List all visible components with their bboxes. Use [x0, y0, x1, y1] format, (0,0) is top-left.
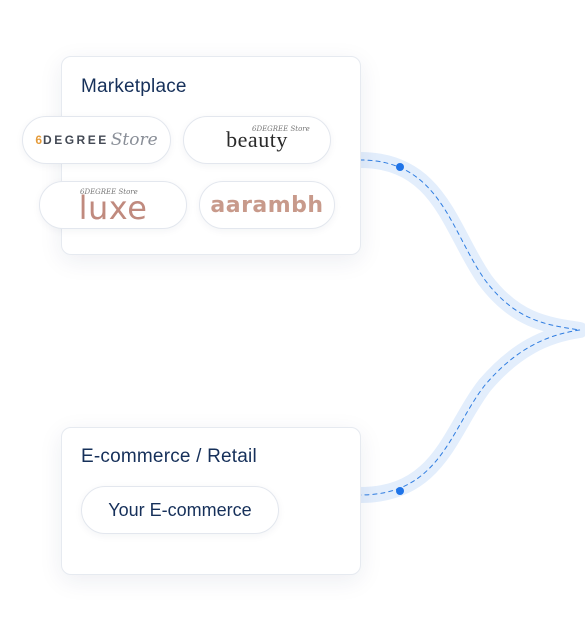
- aarambh-logo: aarambh: [210, 192, 324, 218]
- connector-dashed-line: [359, 159, 581, 496]
- 6degree-store-logo: 6 DEGREE Store: [35, 130, 157, 150]
- 6degree-logo-script: Store: [110, 130, 158, 150]
- brand-pill-luxe[interactable]: 6DEGREE Store luxe: [39, 181, 187, 229]
- connector-dot-top: [396, 163, 404, 171]
- luxe-logo-superscript: 6DEGREE Store: [80, 188, 138, 196]
- your-ecommerce-pill[interactable]: Your E-commerce: [81, 486, 279, 534]
- connector-dot-bottom: [396, 487, 404, 495]
- 6degree-logo-word: DEGREE: [43, 133, 109, 147]
- 6degree-logo-number: 6: [35, 133, 44, 147]
- marketplace-title: Marketplace: [81, 76, 187, 97]
- beauty-logo-superscript: 6DEGREE Store: [252, 125, 310, 133]
- luxe-logo: luxe: [78, 189, 148, 227]
- ecommerce-title: E-commerce / Retail: [81, 446, 257, 467]
- brand-pill-beauty[interactable]: 6DEGREE Store beauty: [183, 116, 331, 164]
- connector-band: [352, 152, 585, 503]
- brand-pill-6degree-store[interactable]: 6 DEGREE Store: [22, 116, 171, 164]
- brand-pill-aarambh[interactable]: aarambh: [199, 181, 335, 229]
- beauty-logo: beauty: [226, 127, 288, 152]
- your-ecommerce-label: Your E-commerce: [108, 499, 252, 520]
